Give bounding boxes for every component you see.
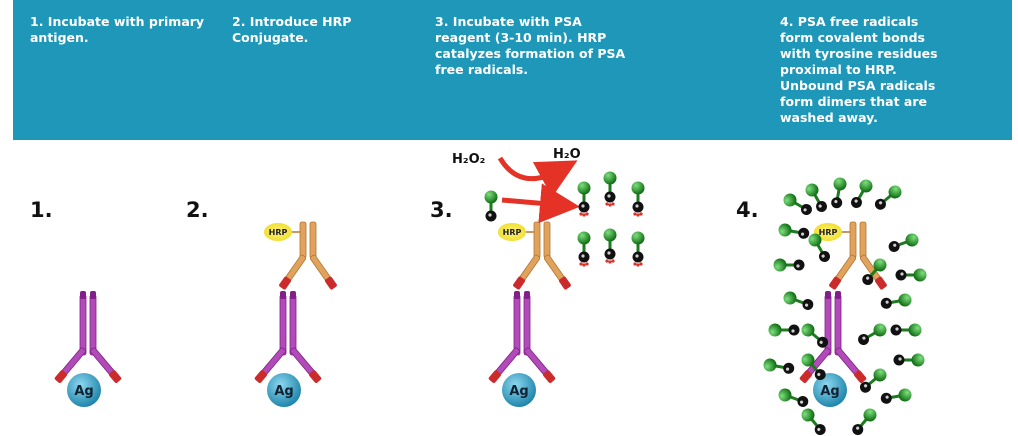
- primary-antibody-1: [54, 291, 122, 383]
- psa-bound-radical: [801, 408, 826, 436]
- psa-bound-radical: [831, 177, 847, 209]
- psa-bound-radical: [783, 193, 812, 215]
- antigen-label: Ag: [74, 384, 93, 399]
- psa-bound-radical: [801, 353, 826, 381]
- hrp-label: HRP: [269, 228, 288, 237]
- step-3-text: 3. Incubate with PSA reagent (3-10 min).…: [435, 14, 626, 77]
- hrp-enzyme: [264, 223, 292, 241]
- antigen-label: Ag: [820, 384, 839, 399]
- primary-antibody-2: [254, 291, 322, 383]
- psa-bound-radical: [862, 258, 887, 286]
- reaction-arrow-straight: [501, 183, 580, 224]
- hrp-conjugate-3: HRP: [498, 221, 571, 290]
- psa-bound-radical: [778, 223, 810, 239]
- psa-bound-radical: [801, 323, 829, 348]
- psa-bound-radical: [858, 323, 887, 345]
- psa-radical: [577, 231, 591, 267]
- step-2-number: 2.: [186, 198, 209, 222]
- antigen-label: Ag: [509, 384, 528, 399]
- psa-bound-radical: [880, 293, 912, 309]
- antigen-3: Ag: [502, 373, 536, 407]
- psa-bound-radical: [890, 323, 922, 337]
- water-label: H₂O: [553, 147, 581, 162]
- hrp-enzyme: [498, 223, 526, 241]
- step-1-text: 1. Incubate with primary antigen.: [30, 14, 205, 45]
- hrp-conjugate-2: HRP: [264, 221, 337, 290]
- psa-bound-radical: [859, 368, 887, 393]
- hrp-label: HRP: [819, 228, 838, 237]
- psa-bound-radical: [880, 388, 912, 404]
- psa-bound-radical: [851, 179, 873, 208]
- step-4-number: 4.: [736, 198, 759, 222]
- reaction-arrow-curved: [497, 156, 578, 198]
- hrp-label: HRP: [503, 228, 522, 237]
- psa-bound-radical: [768, 323, 800, 337]
- psa-radical: [631, 231, 645, 267]
- psa-bound-radical: [763, 358, 795, 374]
- psa-bound-radical: [773, 258, 805, 272]
- antigen-label: Ag: [274, 384, 293, 399]
- step-2-text: 2. Introduce HRP Conjugate.: [232, 14, 352, 45]
- antigen-1: Ag: [67, 373, 101, 407]
- antigen-2: Ag: [267, 373, 301, 407]
- peroxide-label: H₂O₂: [452, 152, 485, 167]
- psa-radical: [603, 171, 617, 207]
- psa-bound-radical: [893, 353, 925, 367]
- psa-bound-radical: [874, 185, 902, 210]
- hrp-enzyme: [814, 223, 842, 241]
- antigen-4: Ag: [813, 373, 847, 407]
- psa-bound-radical: [808, 233, 830, 262]
- step-4-text: 4. PSA free radicals form covalent bonds…: [780, 14, 938, 125]
- psa-radical: [577, 181, 591, 217]
- psa-radical: [631, 181, 645, 217]
- step-3-number: 3.: [430, 198, 453, 222]
- psa-bound-radical: [805, 183, 827, 212]
- step-1-number: 1.: [30, 198, 53, 222]
- psa-bound-radical: [895, 268, 927, 282]
- psa-bound-radical: [852, 408, 877, 436]
- psa-bound-radical: [778, 388, 809, 407]
- psa-reagent: [484, 190, 498, 222]
- hrp-conjugate-4: HRP: [814, 221, 887, 290]
- psa-bound-radical: [783, 291, 814, 310]
- psa-radical: [603, 228, 617, 264]
- header-banner: [13, 0, 1012, 140]
- primary-antibody-3: [488, 291, 556, 383]
- psa-bound-radical: [888, 233, 919, 252]
